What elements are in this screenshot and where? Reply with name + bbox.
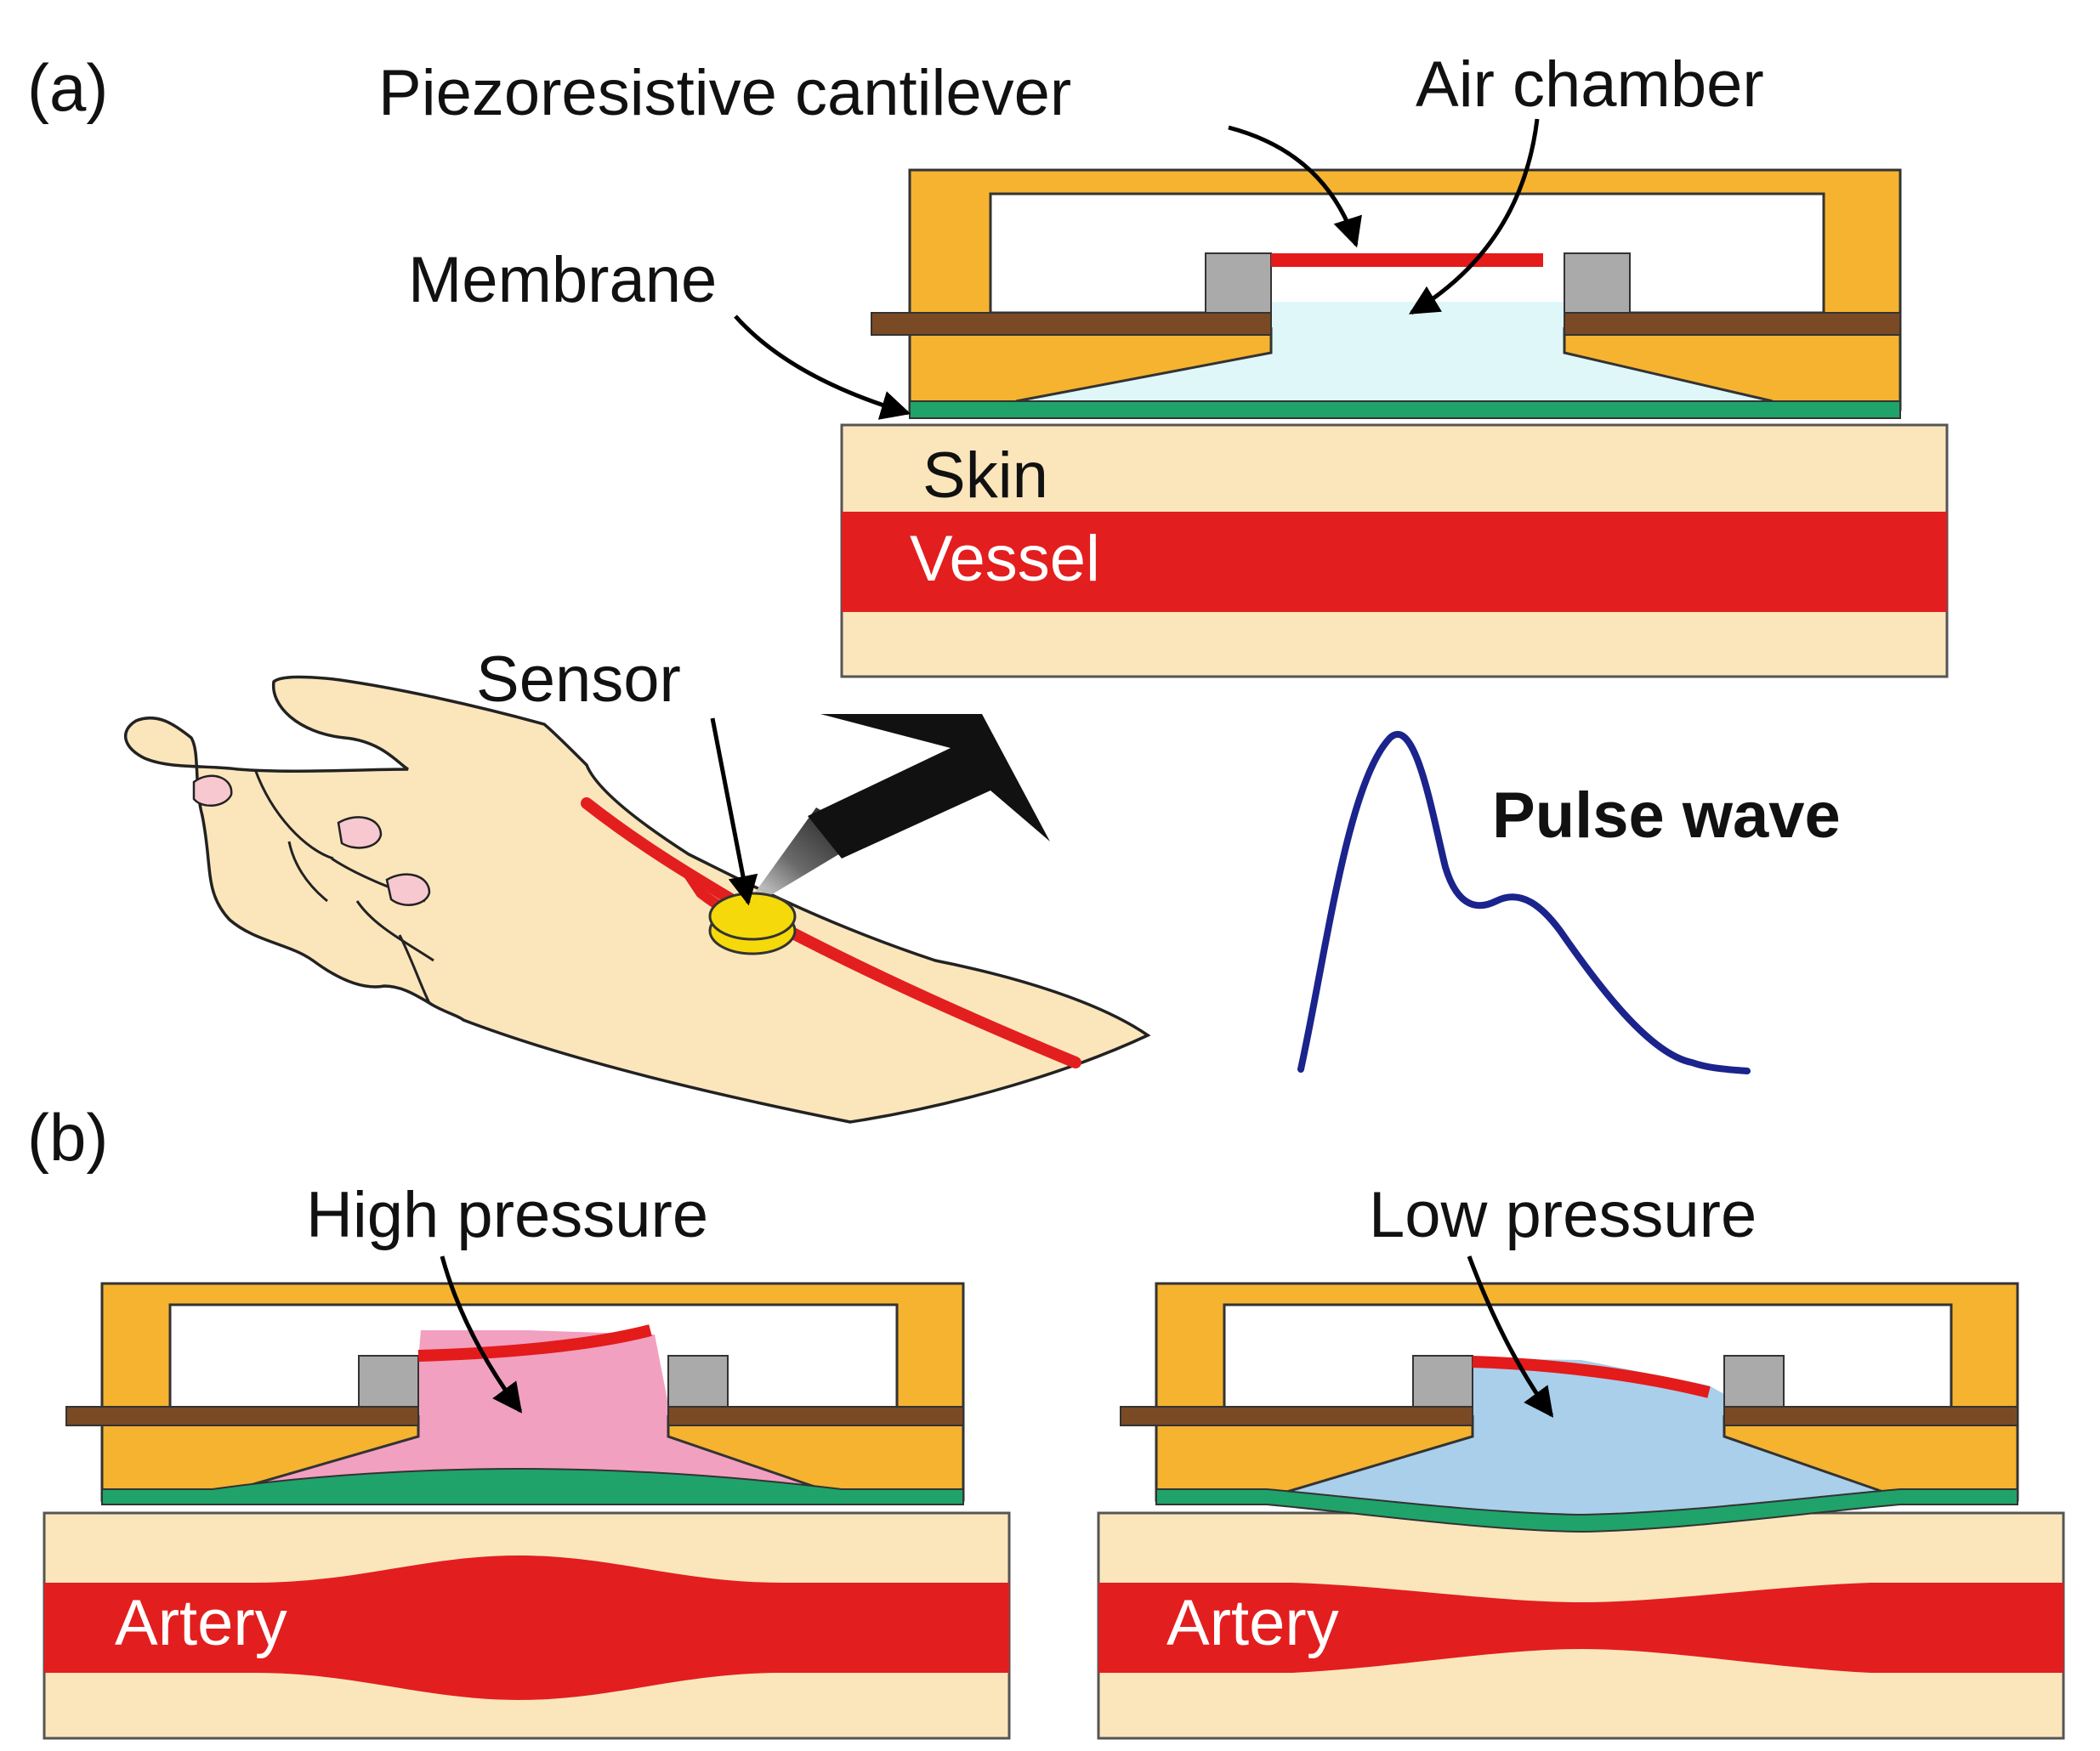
membrane bbox=[909, 400, 1901, 419]
skin-block bbox=[840, 423, 1949, 678]
panel-b-tag: (b) bbox=[27, 1100, 108, 1175]
artery-high bbox=[44, 1556, 1009, 1700]
high-pressure-arrow bbox=[440, 1255, 523, 1414]
zoom-arrow-icon bbox=[808, 714, 1050, 858]
air-chamber-high bbox=[213, 1330, 842, 1496]
pulse-wave-curve bbox=[1297, 731, 1751, 1074]
sensor-housing-a bbox=[871, 168, 1902, 419]
vessel-layer bbox=[842, 512, 1947, 612]
artery-low bbox=[1098, 1583, 2063, 1673]
high-pressure-title: High pressure bbox=[306, 1179, 708, 1251]
membrane-arrow bbox=[734, 314, 911, 420]
air-chamber-label: Air chamber bbox=[1416, 48, 1764, 121]
cantilever bbox=[1271, 253, 1543, 267]
panel-a-tag: (a) bbox=[27, 50, 108, 125]
plate-right bbox=[1564, 312, 1901, 336]
plate-left bbox=[871, 312, 1272, 336]
hand-outline bbox=[123, 675, 1151, 1124]
air-chamber-fill bbox=[1016, 302, 1773, 401]
artery-label-high: Artery bbox=[115, 1587, 287, 1659]
sensor-disc-icon bbox=[708, 892, 797, 955]
air-chamber-low bbox=[1267, 1358, 1900, 1522]
membrane-label: Membrane bbox=[408, 244, 717, 316]
support-left bbox=[1205, 252, 1272, 314]
skin-label: Skin bbox=[922, 439, 1048, 512]
cantilever-arrow bbox=[1228, 125, 1362, 248]
hand-illustration bbox=[123, 675, 1151, 1124]
sensor-arrow bbox=[710, 717, 758, 906]
cantilever-high bbox=[417, 1324, 652, 1362]
support-right bbox=[1564, 252, 1631, 314]
air-chamber-arrow bbox=[1408, 118, 1540, 315]
artery-label-low: Artery bbox=[1166, 1587, 1339, 1659]
high-pressure-panel bbox=[43, 1282, 1011, 1740]
nail-1 bbox=[192, 774, 233, 807]
membrane-high bbox=[101, 1467, 964, 1505]
nail-3 bbox=[385, 873, 431, 906]
vessel-label: Vessel bbox=[910, 523, 1100, 595]
low-pressure-title: Low pressure bbox=[1369, 1179, 1757, 1251]
nail-2 bbox=[337, 816, 383, 849]
sensor-label: Sensor bbox=[476, 643, 681, 716]
pulse-wave-label: Pulse wave bbox=[1492, 779, 1841, 852]
low-pressure-panel bbox=[1097, 1282, 2065, 1740]
membrane-low bbox=[1155, 1488, 2018, 1533]
cantilever-low bbox=[1472, 1356, 1711, 1398]
low-pressure-arrow bbox=[1467, 1255, 1554, 1418]
cantilever-label: Piezoresistive cantilever bbox=[378, 57, 1071, 129]
